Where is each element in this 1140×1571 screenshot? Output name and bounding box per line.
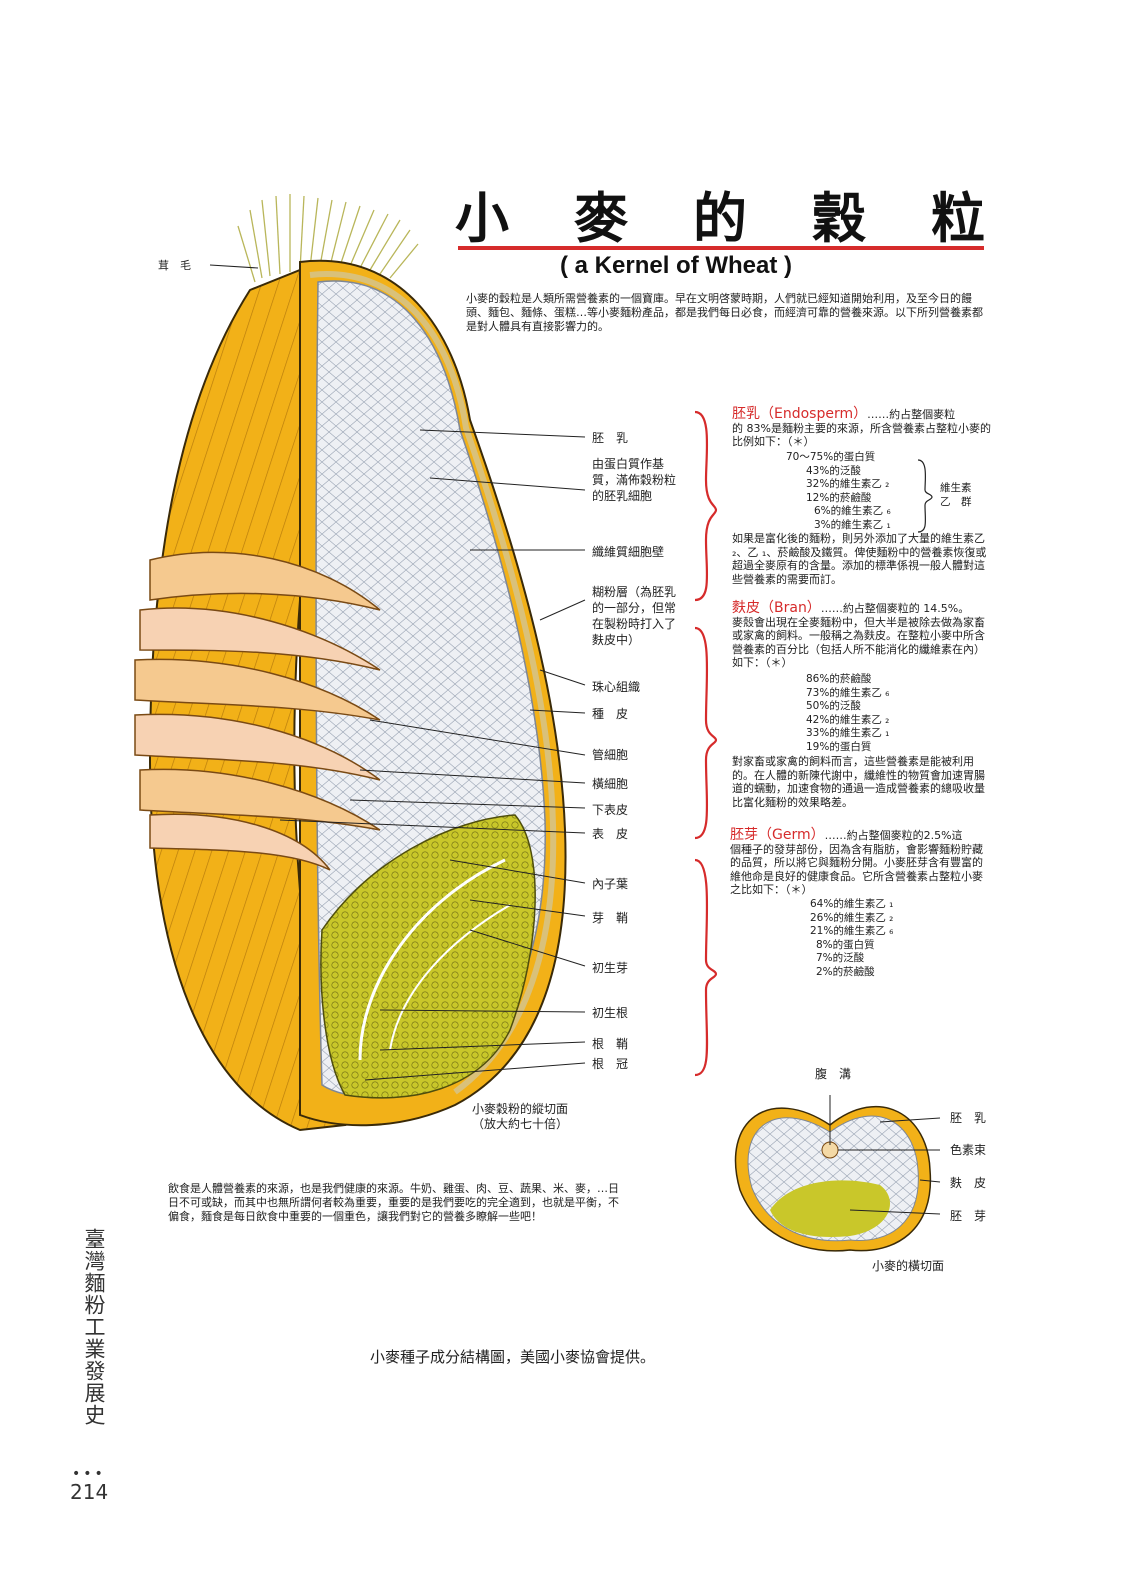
bran-section: 麩皮（Bran）……約占整個麥粒的 14.5%。 麥殼會出現在全麥麵粉中，但大半… <box>732 600 994 670</box>
list-item: 2%的菸鹼酸 <box>816 965 875 978</box>
title-char: 穀 <box>812 186 866 250</box>
germ-stripe <box>358 858 506 1061</box>
endosperm-heading: 胚乳（Endosperm） <box>732 406 868 422</box>
label-seed-coat: 種 皮 <box>592 707 629 721</box>
list-item: 12%的菸鹼酸 <box>806 491 872 504</box>
list-item: 26%的維生素乙 ₂ <box>810 911 894 924</box>
label-aleurone: 糊粉層（為胚乳的一部分，但常在製粉時打入了麩皮中） <box>592 585 677 647</box>
title-char: 的 <box>693 186 747 250</box>
bran-heading: 麩皮（Bran） <box>732 600 821 616</box>
endosperm-note: 如果是富化後的麵粉，則另外添加了大量的維生素乙 ₂、乙 ₁、菸鹼酸及鐵質。俾使麵… <box>732 532 987 586</box>
label-cs-germ: 胚 芽 <box>950 1209 987 1223</box>
label-cellulose: 纖維質細胞壁 <box>592 545 665 559</box>
list-item: 86%的菸鹼酸 <box>806 673 872 685</box>
list-item: 3%的維生素乙 ₁ <box>814 518 891 531</box>
cross-section-diagram <box>734 1095 941 1252</box>
bottom-paragraph: 飲食是人體營養素的來源，也是我們健康的來源。牛奶、雞蛋、肉、豆、蔬果、米、麥，…… <box>168 1182 619 1223</box>
intro-text: 小麥的穀粒是人類所需營養素的一個寶庫。早在文明啓蒙時期，人們就已經知道開始利用，… <box>466 292 983 333</box>
list-item: 7%的泛酸 <box>816 952 865 964</box>
caption-line: 小麥穀粉的縱切面 <box>471 1102 568 1116</box>
germ-section: 胚芽（Germ）……約占整個麥粒的2.5%這 個種子的發芽部份，因為含有脂肪，會… <box>730 827 992 897</box>
germ-values: 64%的維生素乙 ₁ 26%的維生素乙 ₂ 21%的維生素乙 ₆ 8%的蛋白質 … <box>810 898 893 979</box>
bran-values: 86%的菸鹼酸 73%的維生素乙 ₆ 50%的泛酸 42%的維生素乙 ₂ 33%… <box>806 673 889 754</box>
vitamin-b-group-label: 維生素 乙 群 <box>940 482 972 509</box>
label-radicle: 初生根 <box>592 1006 629 1020</box>
list-item: 6%的維生素乙 ₆ <box>814 505 891 517</box>
label-coleoptile: 芽 鞘 <box>592 911 629 925</box>
endosperm-heading-tail: ……約占整個麥粒 <box>867 408 956 421</box>
label-root-cap: 根 冠 <box>592 1057 629 1071</box>
page-title: 小 麥 的 穀 粒 <box>455 178 985 250</box>
title-char: 小 <box>455 186 509 250</box>
label-cs-bran: 麩 皮 <box>950 1176 987 1190</box>
label-endosperm-cells: 由蛋白質作基質，滿佈穀粉粒的胚乳細胞 <box>592 457 677 503</box>
figure-caption: 小麥種子成分結構圖，美國小麥協會提供。 <box>370 1348 656 1366</box>
endosperm-desc: 的 83%是麵粉主要的來源，所含營養素占整粒小麥的比例如下：（＊） <box>732 421 991 449</box>
label-epidermis: 表 皮 <box>592 827 629 841</box>
germ-stripe-2 <box>389 904 511 1051</box>
list-item: 8%的蛋白質 <box>816 938 875 951</box>
label-nucellar: 珠心組織 <box>592 680 641 694</box>
list-item: 21%的維生素乙 ₆ <box>810 925 894 937</box>
label-cs-endosperm: 胚 乳 <box>950 1111 987 1125</box>
bran-layers <box>134 551 381 871</box>
endosperm-values: 70～75%的蛋白質 43%的泛酸 32%的維生素乙 ₂ 12%的菸鹼酸 6%的… <box>786 451 891 532</box>
label-scutellum: 內子葉 <box>592 877 629 891</box>
leader-lines <box>209 264 586 1081</box>
list-item: 73%的維生素乙 ₆ <box>806 686 890 699</box>
endosperm-section: 胚乳（Endosperm）……約占整個麥粒 的 83%是麵粉主要的來源，所含營養… <box>732 406 994 449</box>
group-label: 乙 群 <box>940 495 972 508</box>
list-item: 19%的蛋白質 <box>806 740 872 753</box>
list-item: 64%的維生素乙 ₁ <box>810 898 894 910</box>
title-rule <box>458 246 984 250</box>
germ-desc: 個種子的發芽部份，因為含有脂肪，會影響麵粉貯藏的品質，所以將它與麵粉分開。小麥胚… <box>730 842 983 897</box>
section-braces <box>694 410 718 1077</box>
list-item: 32%的維生素乙 ₂ <box>806 478 890 490</box>
label-crease: 腹 溝 <box>815 1067 852 1081</box>
germ-heading: 胚芽（Germ） <box>730 827 825 843</box>
label-endosperm: 胚 乳 <box>592 431 629 445</box>
label-hypodermis: 下表皮 <box>592 803 629 817</box>
aleurone-band <box>309 271 557 1095</box>
list-item: 43%的泛酸 <box>806 464 861 477</box>
bran-heading-tail: ……約占整個麥粒的 14.5%。 <box>820 602 970 615</box>
list-item: 33%的維生素乙 ₁ <box>806 727 890 739</box>
label-tube-cells: 管細胞 <box>592 748 629 762</box>
title-char: 粒 <box>931 186 985 250</box>
book-side-title: 臺灣麵粉工業發展史 <box>82 1228 106 1426</box>
bran-note: 對家畜或家禽的飼料而言，這些營養素是能被利用的。在人體的新陳代謝中，纖維性的物質… <box>732 755 985 809</box>
label-beard: 茸 毛 <box>158 259 191 272</box>
beard-hairs <box>237 194 419 283</box>
group-label: 維生素 <box>940 482 972 494</box>
longitudinal-caption: 小麥穀粉的縱切面 （放大約七十倍） <box>440 1102 600 1132</box>
germ-shape <box>320 814 536 1099</box>
page-subtitle: ( a Kernel of Wheat ) <box>560 252 793 279</box>
vitamin-b-brace <box>917 459 933 533</box>
label-plumule: 初生芽 <box>592 961 629 975</box>
germ-heading-tail: ……約占整個麥粒的2.5%這 <box>824 829 963 842</box>
cross-section-caption: 小麥的橫切面 <box>872 1259 945 1273</box>
title-char: 麥 <box>574 186 628 250</box>
list-item: 42%的維生素乙 ₂ <box>806 713 890 726</box>
bran-desc: 麥殼會出現在全麥麵粉中，但大半是被除去做為家畜或家禽的飼料。一般稱之為麩皮。在整… <box>732 615 985 670</box>
caption-line: （放大約七十倍） <box>471 1117 568 1131</box>
label-cross-cells: 橫細胞 <box>592 777 629 791</box>
label-pigment: 色素束 <box>950 1143 987 1157</box>
list-item: 50%的泛酸 <box>806 700 861 712</box>
page-dots: ••• <box>72 1466 106 1482</box>
page-number: 214 <box>70 1480 109 1504</box>
list-item: 70～75%的蛋白質 <box>786 451 876 463</box>
label-root-sheath: 根 鞘 <box>592 1037 629 1051</box>
